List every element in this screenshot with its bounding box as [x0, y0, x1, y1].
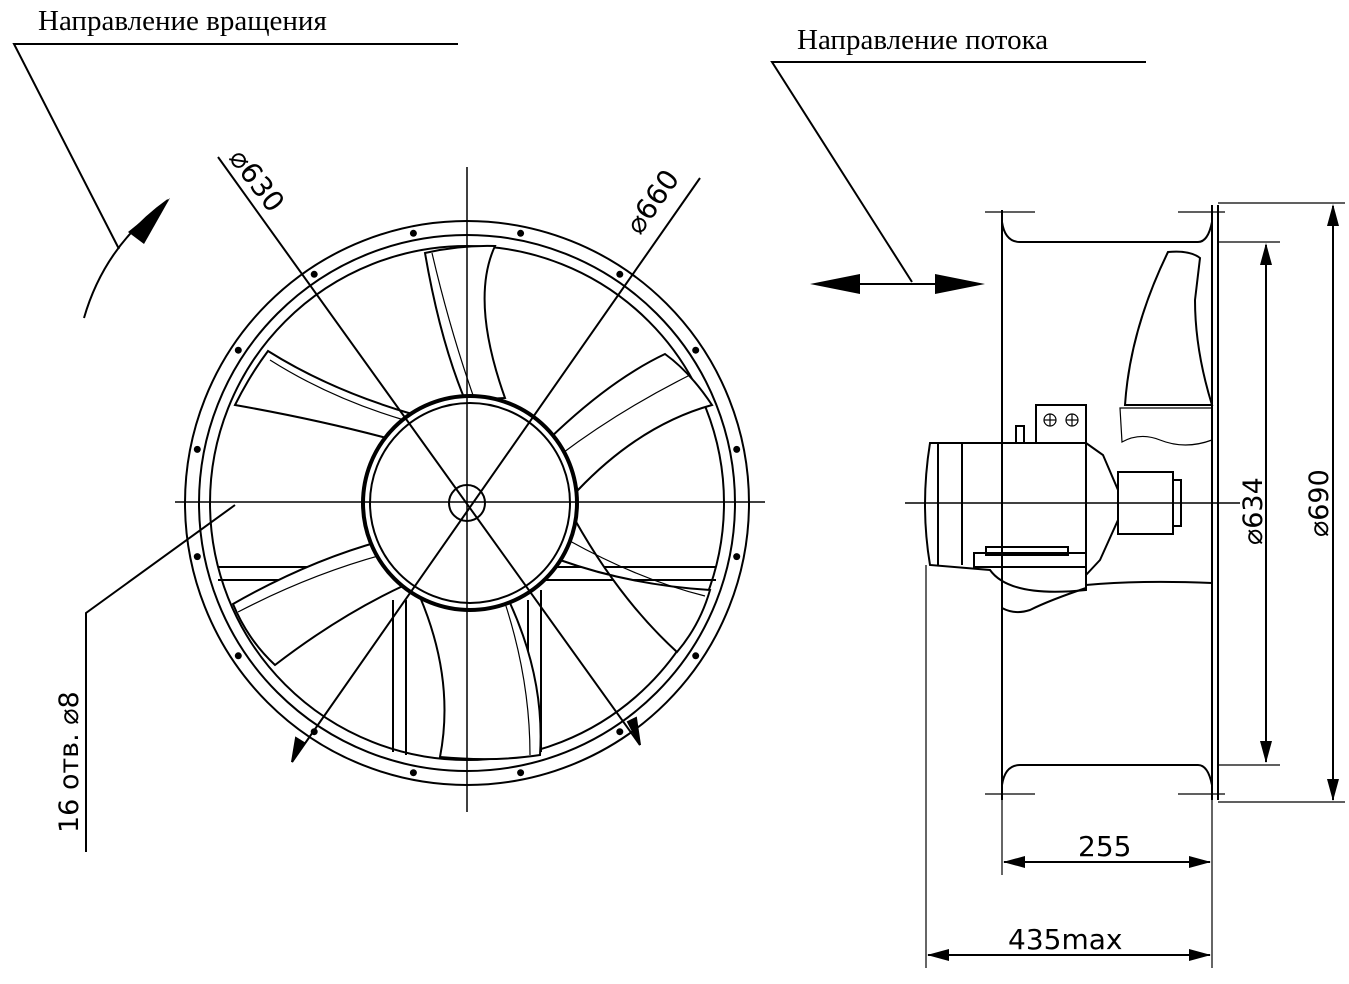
flow-arrowhead-right — [935, 274, 985, 294]
blade-lower-right — [558, 517, 712, 654]
dia-630-leader — [217, 156, 641, 746]
bolt-hole — [733, 553, 741, 561]
blade-upper-left — [233, 349, 414, 442]
impeller-blades — [231, 244, 714, 761]
rotation-arrow-arc — [83, 199, 169, 319]
label-flow-direction: Направление потока — [797, 24, 1048, 56]
bolt-hole — [616, 728, 624, 736]
rotation-leader — [12, 43, 458, 250]
hub-inner — [369, 402, 571, 604]
terminal-box — [1035, 404, 1087, 444]
label-len-255: 255 — [1078, 830, 1131, 863]
dimensions — [925, 202, 1345, 968]
blade-lower-left — [231, 538, 407, 667]
blade-top — [423, 244, 507, 402]
label-len-435: 435max — [1008, 923, 1122, 956]
bolt-hole — [692, 652, 700, 660]
blade-upper-right — [546, 352, 714, 492]
holes-leader — [85, 504, 236, 852]
bolt-hole — [310, 270, 318, 278]
blade-bottom — [418, 595, 542, 761]
bolt-hole — [193, 553, 201, 561]
motor — [924, 404, 1182, 593]
blade-side-profile — [1123, 250, 1214, 406]
bolt-hole — [193, 445, 201, 453]
bolt-hole — [616, 270, 624, 278]
flow-arrowhead-left — [810, 274, 860, 294]
bolt-hole — [517, 769, 525, 777]
front-view: Направление вращения ⌀630 ⌀660 16 отв. ⌀… — [12, 5, 765, 852]
bolt-hole — [409, 769, 417, 777]
rotation-arrowhead — [128, 198, 170, 244]
bolt-hole — [517, 229, 525, 237]
bolt-hole — [409, 229, 417, 237]
bolt-hole — [692, 346, 700, 354]
label-holes: 16 отв. ⌀8 — [54, 691, 85, 833]
dia-660-leader — [291, 177, 701, 763]
label-dia-634: ⌀634 — [1238, 477, 1269, 545]
hub-outer — [361, 394, 579, 612]
bolt-hole — [234, 652, 242, 660]
bolt-hole — [234, 346, 242, 354]
flow-leader — [770, 61, 1146, 283]
bolt-hole — [733, 445, 741, 453]
label-dia-690: ⌀690 — [1304, 469, 1335, 537]
label-rotation-direction: Направление вращения — [38, 5, 327, 37]
label-dia-660: ⌀660 — [619, 163, 686, 240]
side-view: Направление потока — [770, 24, 1345, 968]
label-dia-630: ⌀630 — [222, 142, 291, 218]
